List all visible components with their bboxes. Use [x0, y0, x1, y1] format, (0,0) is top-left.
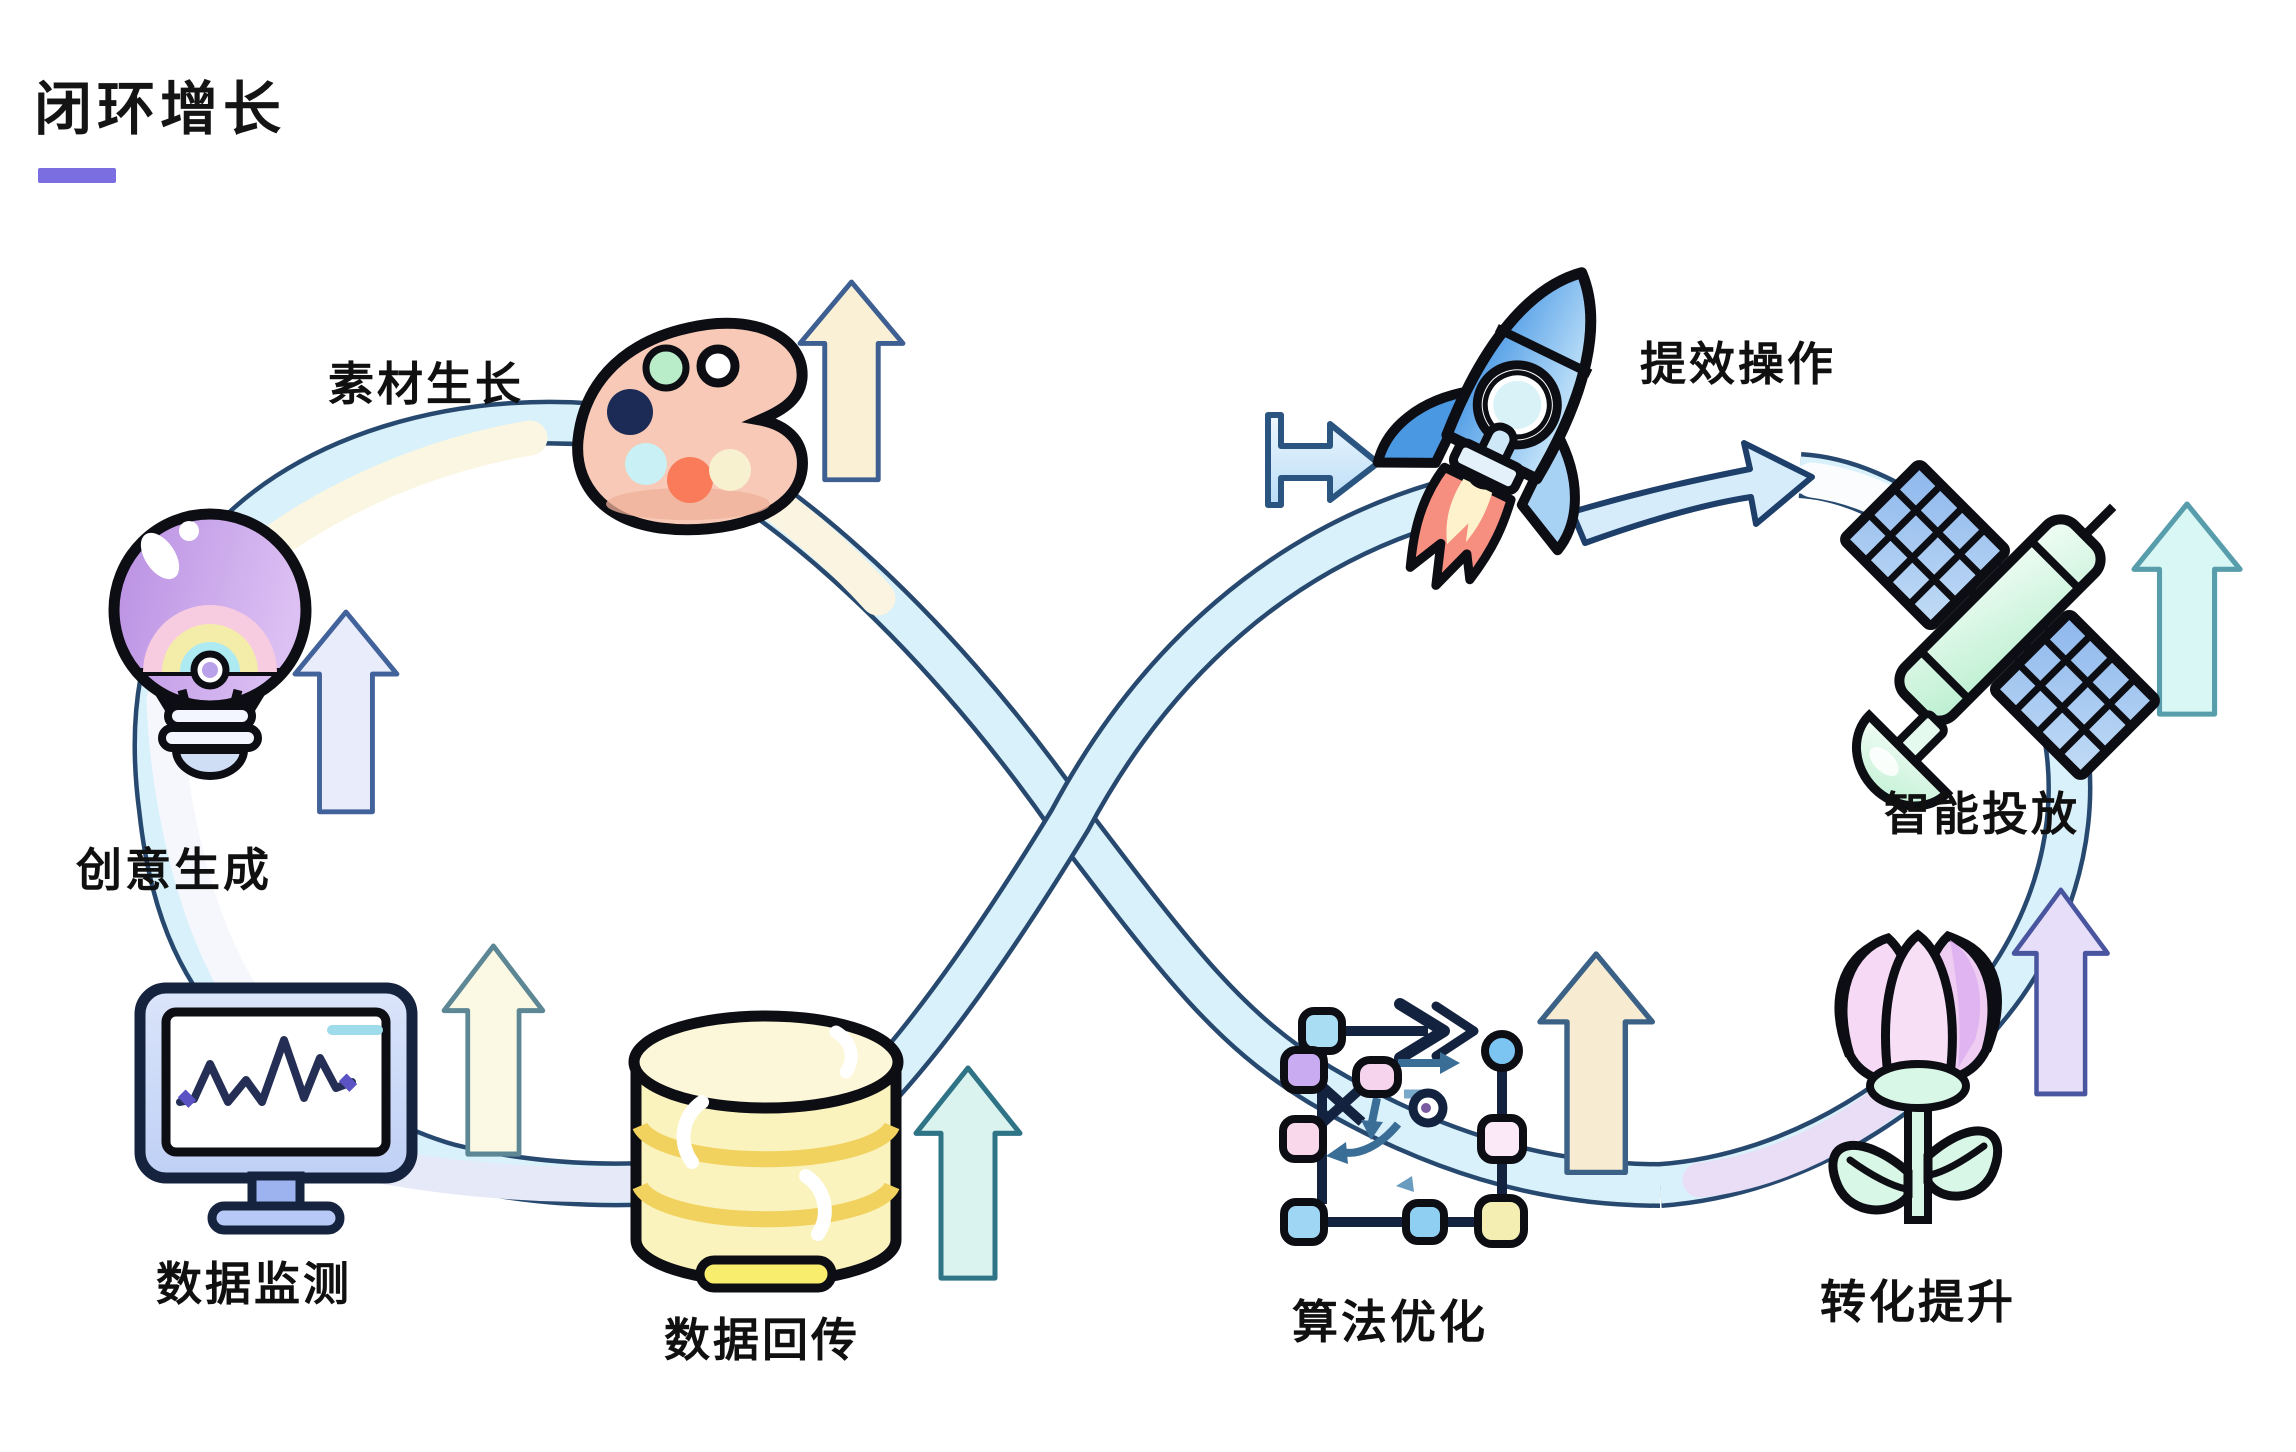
stage-label-algorithm-optimization: 算法优化 — [1292, 1296, 1488, 1348]
database-icon — [628, 1010, 904, 1293]
monitor-icon — [134, 982, 418, 1235]
stage-label-creative-generation: 创意生成 — [76, 844, 272, 896]
page-title: 闭环增长 — [34, 77, 287, 142]
stage-label-efficiency-operation: 提效操作 — [1640, 338, 1836, 390]
growth-arrow-creative — [295, 612, 397, 812]
flow-arrow-rocket-to-satellite — [1569, 440, 1815, 546]
palette-icon — [572, 317, 808, 536]
flowchart-icon — [1279, 998, 1528, 1248]
flower-icon — [1828, 929, 2002, 1224]
rocket-icon — [1372, 267, 1597, 590]
growth-arrow-return — [916, 1068, 1020, 1278]
title-underline — [38, 168, 116, 183]
stage-label-conversion-uplift: 转化提升 — [1820, 1276, 2016, 1328]
stage-label-data-return: 数据回传 — [664, 1314, 860, 1366]
growth-arrow-delivery — [2134, 504, 2240, 714]
satellite-icon — [1840, 460, 2160, 811]
stage-label-data-monitoring: 数据监测 — [156, 1258, 352, 1310]
stage-label-smart-delivery: 智能投放 — [1884, 788, 2080, 840]
growth-arrow-monitoring — [444, 946, 543, 1154]
flow-arrow-into-rocket — [1265, 412, 1381, 508]
stage-label-material-growth: 素材生长 — [328, 358, 524, 410]
growth-arrow-algorithm — [1540, 954, 1652, 1172]
growth-arrow-material — [800, 282, 903, 480]
lightbulb-icon — [108, 508, 312, 780]
